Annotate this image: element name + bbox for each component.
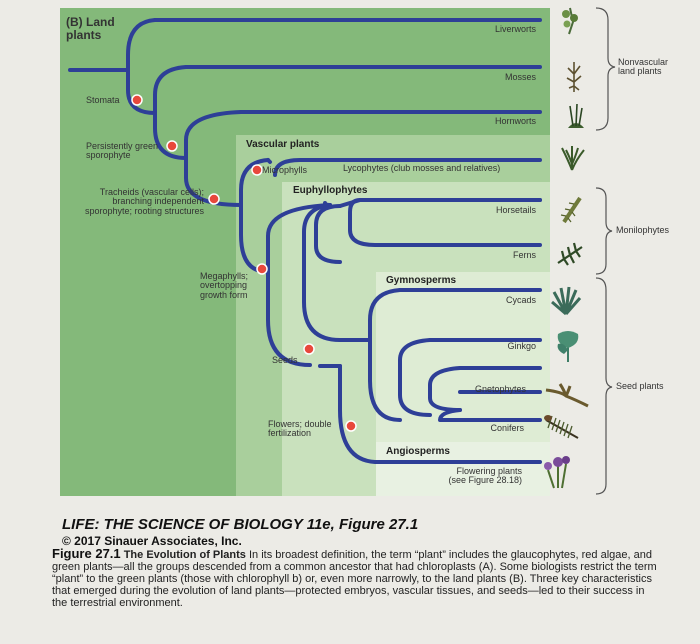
megaphylls-dot	[256, 263, 268, 275]
trait-markers	[131, 94, 357, 432]
trait-persistent-sporophyte: Persistently green sporophyte	[86, 141, 159, 161]
microphylls-dot	[251, 164, 263, 176]
horsetail-plant-icon	[560, 196, 582, 224]
trait-microphylls: Microphylls	[262, 165, 308, 175]
taxon-mosses: Mosses	[504, 72, 536, 82]
caption-title: The Evolution of Plants	[123, 549, 246, 561]
phylogeny-branches	[68, 18, 542, 464]
taxon-gnetophytes: Gnetophytes	[474, 384, 526, 394]
taxon-horsetails: Horsetails	[495, 205, 536, 215]
trait-stomata: Stomata	[86, 95, 120, 105]
taxon-hornworts: Hornworts	[494, 116, 536, 126]
tracheids-dot	[208, 193, 220, 205]
stomata-dot	[131, 94, 143, 106]
cycad-plant-icon	[551, 286, 582, 316]
taxon-flowering-plants: Flowering plants (see Figure 28.18)	[448, 466, 522, 486]
figure-caption: Figure 27.1 The Evolution of Plants In i…	[52, 546, 662, 609]
taxon-cycads: Cycads	[505, 295, 536, 305]
taxon-conifers: Conifers	[490, 423, 524, 433]
caption-figure-number: Figure 27.1	[52, 546, 121, 561]
flower-plant-icon	[544, 456, 570, 489]
gnetophyte-plant-icon	[545, 383, 589, 408]
sporophyte-dot	[166, 140, 178, 152]
moss-plant-icon	[566, 62, 582, 92]
trait-seeds: Seeds	[272, 355, 298, 365]
seeds-dot	[303, 343, 315, 355]
taxon-lycophytes: Lycophytes (club mosses and relatives)	[343, 163, 501, 173]
trait-tracheids: Tracheids (vascular cells); branching in…	[84, 187, 204, 216]
taxon-liverworts: Liverworts	[494, 24, 536, 34]
lycophyte-plant-icon	[561, 146, 585, 171]
angiosperms-panel	[376, 442, 550, 496]
credit-copyright: © 2017 Sinauer Associates, Inc.	[62, 534, 242, 548]
group-euphyllophytes: Euphyllophytes	[293, 185, 368, 196]
panel-label: (B) Land plants	[66, 15, 115, 42]
trait-flowers: Flowers; double fertilization	[268, 419, 332, 439]
bracket-nonvascular: Nonvascular land plants	[618, 57, 669, 77]
bracket-monilophytes: Monilophytes	[616, 225, 670, 235]
group-gymnosperms: Gymnosperms	[386, 275, 457, 286]
bracket-seed-plants: Seed plants	[616, 381, 664, 391]
taxon-ferns: Ferns	[512, 250, 536, 260]
flowers-dot	[345, 420, 357, 432]
ginkgo-leaf-icon	[557, 331, 579, 362]
right-brackets	[595, 7, 616, 495]
caption-text: In its broadest definition, the term “pl…	[52, 549, 657, 609]
fern-plant-icon	[557, 242, 583, 266]
taxon-ginkgo: Ginkgo	[507, 341, 536, 351]
credit-title: LIFE: THE SCIENCE OF BIOLOGY 11e, Figure…	[62, 516, 419, 533]
group-vascular-plants: Vascular plants	[246, 139, 320, 150]
conifer-branch-icon	[544, 415, 579, 439]
liverwort-plant-icon	[562, 7, 578, 35]
hornwort-plant-icon	[568, 103, 584, 128]
trait-megaphylls: Megaphylls; overtopping growth form	[200, 271, 249, 300]
group-angiosperms: Angiosperms	[386, 446, 450, 457]
